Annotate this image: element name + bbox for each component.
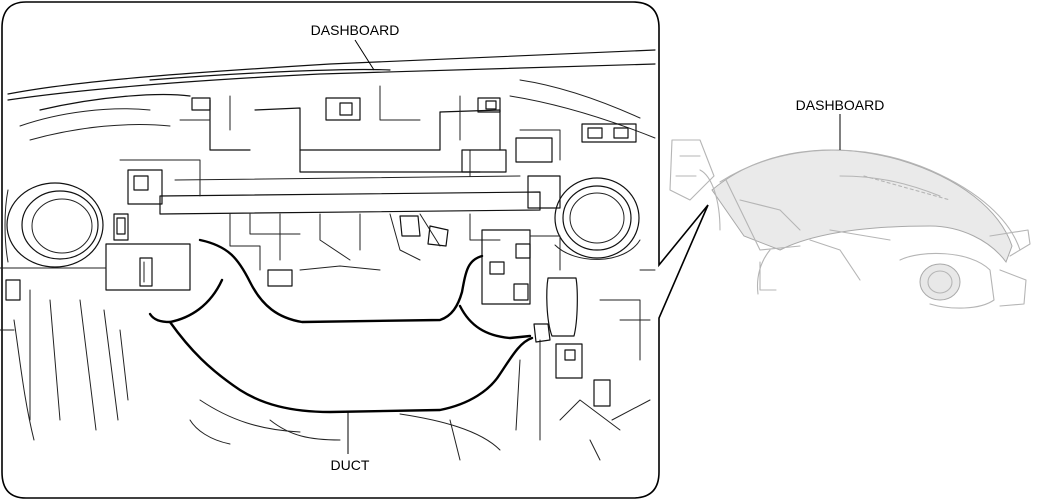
label-dashboard-main: DASHBOARD xyxy=(311,22,400,38)
duct-outline xyxy=(148,238,551,414)
leader-line-dashboard-main xyxy=(354,39,375,71)
dashboard-line-drawing xyxy=(0,49,656,461)
label-dashboard-inset: DASHBOARD xyxy=(796,97,885,113)
detail-view-frame xyxy=(1,1,709,499)
dashboard-inset-view xyxy=(669,139,1031,309)
label-duct: DUCT xyxy=(331,457,370,473)
